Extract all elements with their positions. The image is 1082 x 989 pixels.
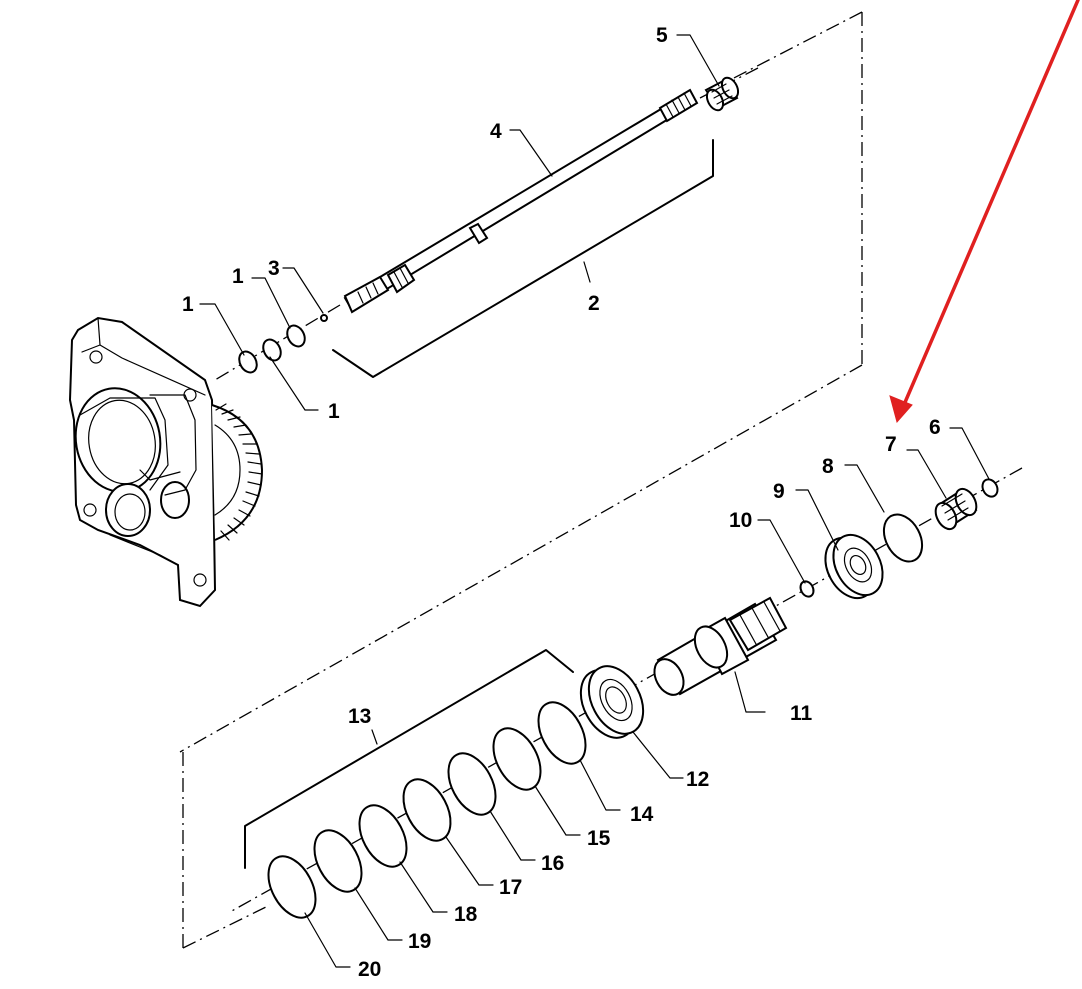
ring-17 — [402, 778, 452, 842]
callout-17: 17 — [499, 876, 522, 899]
shaft-4 — [343, 88, 699, 314]
ring-16 — [447, 752, 497, 816]
callout-10: 10 — [729, 509, 752, 532]
part-6-circlip — [981, 478, 999, 498]
callout-20: 20 — [358, 958, 381, 981]
callout-11: 11 — [790, 702, 813, 725]
callout-labels: 1 1 3 1 5 4 2 6 7 8 9 10 11 13 12 14 15 … — [182, 24, 941, 981]
ring-1a — [238, 350, 258, 374]
callout-1-a: 1 — [182, 293, 194, 316]
callout-4: 4 — [490, 120, 502, 143]
gear-housing — [68, 316, 264, 608]
ring-18 — [358, 804, 408, 868]
callout-1-c: 1 — [328, 400, 340, 423]
callout-5: 5 — [656, 24, 668, 47]
part-7-needle-bearing — [934, 487, 978, 531]
part-12-bearing — [579, 665, 645, 739]
rings-1 — [238, 314, 328, 374]
callout-13: 13 — [348, 705, 371, 728]
callout-12: 12 — [686, 768, 709, 791]
ring-14 — [537, 701, 587, 765]
part-9-ball-bearing — [824, 533, 884, 600]
callout-16: 16 — [541, 852, 564, 875]
lower-parts — [267, 478, 999, 919]
callout-9: 9 — [773, 480, 785, 503]
boundary-middle-diagonal — [179, 364, 863, 753]
bracket-2 — [332, 139, 714, 378]
ring-1c — [286, 324, 306, 348]
bearing-5 — [704, 76, 740, 112]
part-8-snap-ring — [882, 513, 924, 563]
boundary-lower-bottom — [182, 904, 271, 949]
callout-15: 15 — [587, 827, 611, 850]
callout-2: 2 — [588, 292, 600, 315]
ring-15 — [492, 727, 542, 791]
ring-19 — [313, 829, 363, 893]
callout-18: 18 — [454, 903, 478, 926]
callout-6: 6 — [929, 416, 941, 439]
highlight-arrow — [889, 0, 1080, 424]
callout-3: 3 — [268, 257, 280, 280]
bracket-13 — [244, 649, 574, 869]
callout-7: 7 — [885, 433, 897, 456]
arrow-head-icon — [889, 395, 913, 424]
boundary-upper-top — [729, 11, 863, 81]
brackets — [244, 139, 714, 869]
part-3-pin — [320, 314, 328, 322]
boundary-lines — [179, 11, 863, 949]
leader-lines — [199, 34, 990, 968]
callout-8: 8 — [822, 455, 834, 478]
part-11-stub-shaft — [653, 596, 788, 696]
callout-14: 14 — [630, 803, 654, 826]
centre-axes — [214, 67, 1023, 913]
callout-19: 19 — [408, 930, 431, 953]
ring-1b — [262, 338, 282, 362]
part-10-ring — [799, 580, 815, 598]
callout-1-b: 1 — [232, 265, 244, 288]
